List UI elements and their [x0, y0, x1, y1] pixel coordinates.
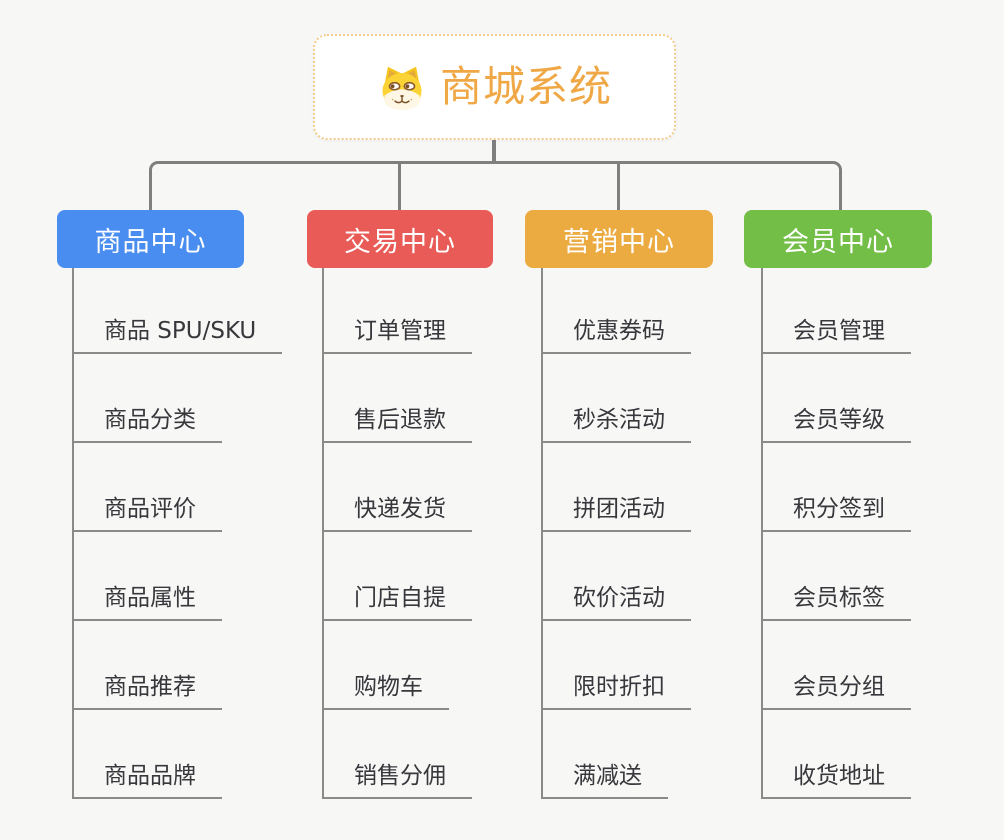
- leaf-node[interactable]: 订单管理: [322, 318, 472, 354]
- leaf-node[interactable]: 砍价活动: [541, 585, 691, 621]
- leaf-node[interactable]: 拼团活动: [541, 496, 691, 532]
- leaf-node[interactable]: 商品推荐: [72, 674, 222, 710]
- leaf-row: 订单管理: [322, 268, 472, 354]
- leaf-row: 满减送: [541, 710, 691, 799]
- branch-header-trade-center[interactable]: 交易中心: [307, 210, 493, 268]
- leaf-node[interactable]: 门店自提: [322, 585, 472, 621]
- leaf-node[interactable]: 限时折扣: [541, 674, 691, 710]
- root-title: 商城系统: [439, 62, 612, 111]
- leaf-node[interactable]: 会员分组: [761, 674, 911, 710]
- leaf-row: 门店自提: [322, 532, 472, 621]
- leaf-row: 商品 SPU/SKU: [72, 268, 283, 354]
- branch-column-member: 会员管理 会员等级 积分签到 会员标签 会员分组 收货地址: [761, 268, 911, 799]
- leaf-node[interactable]: 收货地址: [761, 763, 911, 799]
- branch-column-product: 商品 SPU/SKU 商品分类 商品评价 商品属性 商品推荐 商品品牌: [72, 268, 283, 799]
- branch-header-member-center[interactable]: 会员中心: [744, 210, 932, 268]
- connector-elbow-right: [819, 161, 842, 213]
- leaf-node[interactable]: 商品分类: [72, 407, 222, 443]
- leaf-node[interactable]: 商品属性: [72, 585, 222, 621]
- leaf-row: 砍价活动: [541, 532, 691, 621]
- leaf-node[interactable]: 商品 SPU/SKU: [72, 318, 283, 354]
- leaf-node[interactable]: 购物车: [322, 674, 449, 710]
- leaf-row: 快递发货: [322, 443, 472, 532]
- leaf-row: 限时折扣: [541, 621, 691, 710]
- leaf-row: 秒杀活动: [541, 354, 691, 443]
- leaf-node[interactable]: 快递发货: [322, 496, 472, 532]
- leaf-node[interactable]: 秒杀活动: [541, 407, 691, 443]
- leaf-row: 购物车: [322, 621, 472, 710]
- leaf-node[interactable]: 积分签到: [761, 496, 911, 532]
- branch-column-trade: 订单管理 售后退款 快递发货 门店自提 购物车 销售分佣: [322, 268, 472, 799]
- leaf-node[interactable]: 商品品牌: [72, 763, 222, 799]
- leaf-node[interactable]: 会员管理: [761, 318, 911, 354]
- leaf-row: 商品推荐: [72, 621, 282, 710]
- branch-header-marketing-center[interactable]: 营销中心: [525, 210, 713, 268]
- leaf-row: 会员分组: [761, 621, 911, 710]
- leaf-row: 会员管理: [761, 268, 911, 354]
- doge-dog-icon: [377, 62, 427, 112]
- leaf-row: 销售分佣: [322, 710, 472, 799]
- leaf-node[interactable]: 会员标签: [761, 585, 911, 621]
- connector-root-stem: [492, 140, 496, 164]
- leaf-row: 收货地址: [761, 710, 911, 799]
- leaf-row: 积分签到: [761, 443, 911, 532]
- leaf-row: 售后退款: [322, 354, 472, 443]
- branch-header-product-center[interactable]: 商品中心: [57, 210, 244, 268]
- leaf-row: 商品品牌: [72, 710, 282, 799]
- connector-elbow-left: [149, 161, 172, 213]
- leaf-row: 商品评价: [72, 443, 282, 532]
- root-node-mall-system[interactable]: 商城系统: [313, 34, 676, 140]
- leaf-row: 商品属性: [72, 532, 282, 621]
- leaf-node[interactable]: 商品评价: [72, 496, 222, 532]
- connector-horizontal: [163, 161, 823, 164]
- leaf-row: 优惠券码: [541, 268, 691, 354]
- leaf-node[interactable]: 售后退款: [322, 407, 472, 443]
- leaf-node[interactable]: 销售分佣: [322, 763, 472, 799]
- leaf-node[interactable]: 会员等级: [761, 407, 911, 443]
- leaf-row: 会员标签: [761, 532, 911, 621]
- connector-drop-trade: [398, 161, 401, 210]
- leaf-node[interactable]: 优惠券码: [541, 318, 691, 354]
- leaf-row: 商品分类: [72, 354, 282, 443]
- leaf-node[interactable]: 满减送: [541, 763, 668, 799]
- connector-drop-marketing: [617, 161, 620, 210]
- leaf-row: 会员等级: [761, 354, 911, 443]
- leaf-row: 拼团活动: [541, 443, 691, 532]
- branch-column-marketing: 优惠券码 秒杀活动 拼团活动 砍价活动 限时折扣 满减送: [541, 268, 691, 799]
